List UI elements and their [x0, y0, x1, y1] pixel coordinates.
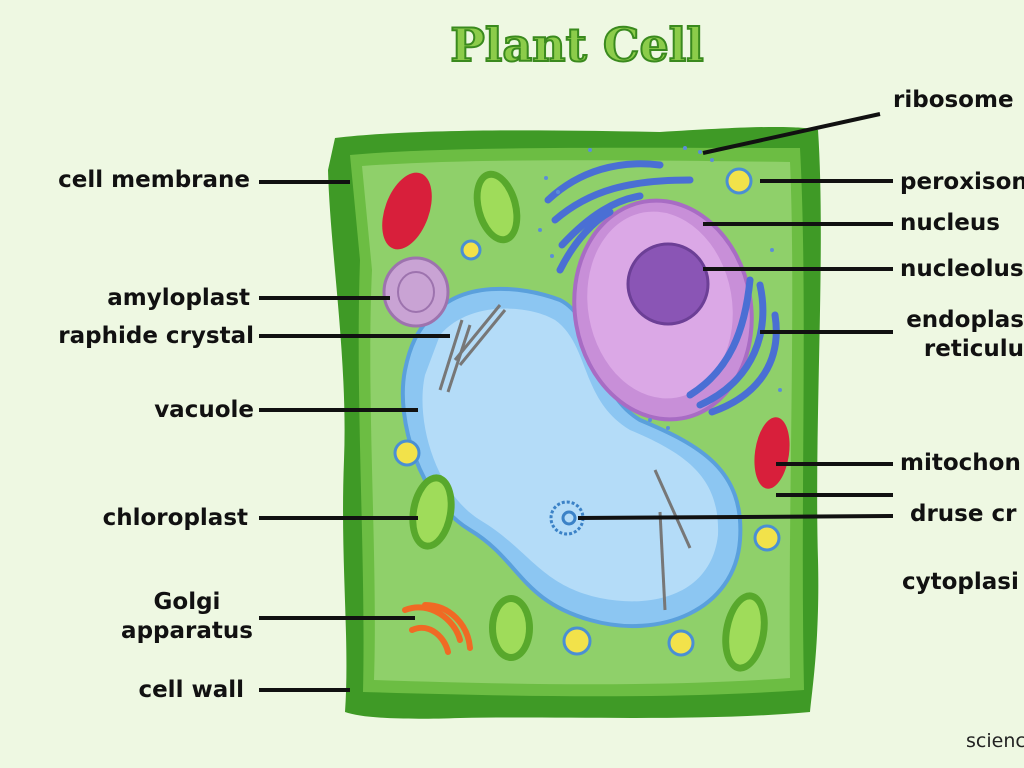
label-peroxisome: peroxison — [900, 169, 1024, 195]
nucleolus — [626, 242, 710, 326]
mitochondrion — [754, 417, 790, 489]
label-cell-membrane: cell membrane — [58, 167, 250, 193]
label-cytoplasm: cytoplasi — [902, 569, 1019, 595]
label-raphide-crystal: raphide crystal — [58, 323, 254, 349]
label-vacuole: vacuole — [154, 397, 254, 423]
label-golgi-apparatus: Golgi apparatus — [121, 589, 253, 644]
label-nucleolus: nucleolus — [900, 256, 1024, 282]
label-nucleus: nucleus — [900, 210, 1000, 236]
label-chloroplast: chloroplast — [102, 505, 248, 531]
vacuole-highlight — [422, 308, 719, 602]
credit-text: scienc — [966, 730, 1024, 752]
label-amyloplast: amyloplast — [107, 285, 250, 311]
label-mitochondrion: mitochon — [900, 450, 1021, 476]
mitochondrion — [382, 172, 432, 250]
label-cell-wall: cell wall — [138, 677, 244, 703]
diagram-title: Plant Cell — [449, 17, 704, 73]
label-druse-crystal: druse cr — [910, 501, 1017, 527]
leader-lines — [259, 112, 894, 692]
ribosome-dots — [538, 146, 782, 430]
label-ribosome: ribosome — [893, 87, 1014, 113]
peroxisomes — [393, 167, 781, 657]
amyloplast — [382, 256, 450, 328]
raphide-crystal — [438, 304, 692, 611]
label-endoplasmic-reticulum: endoplas reticulu — [906, 307, 1024, 362]
golgi-apparatus — [402, 602, 473, 655]
chloroplast-group — [409, 170, 768, 672]
